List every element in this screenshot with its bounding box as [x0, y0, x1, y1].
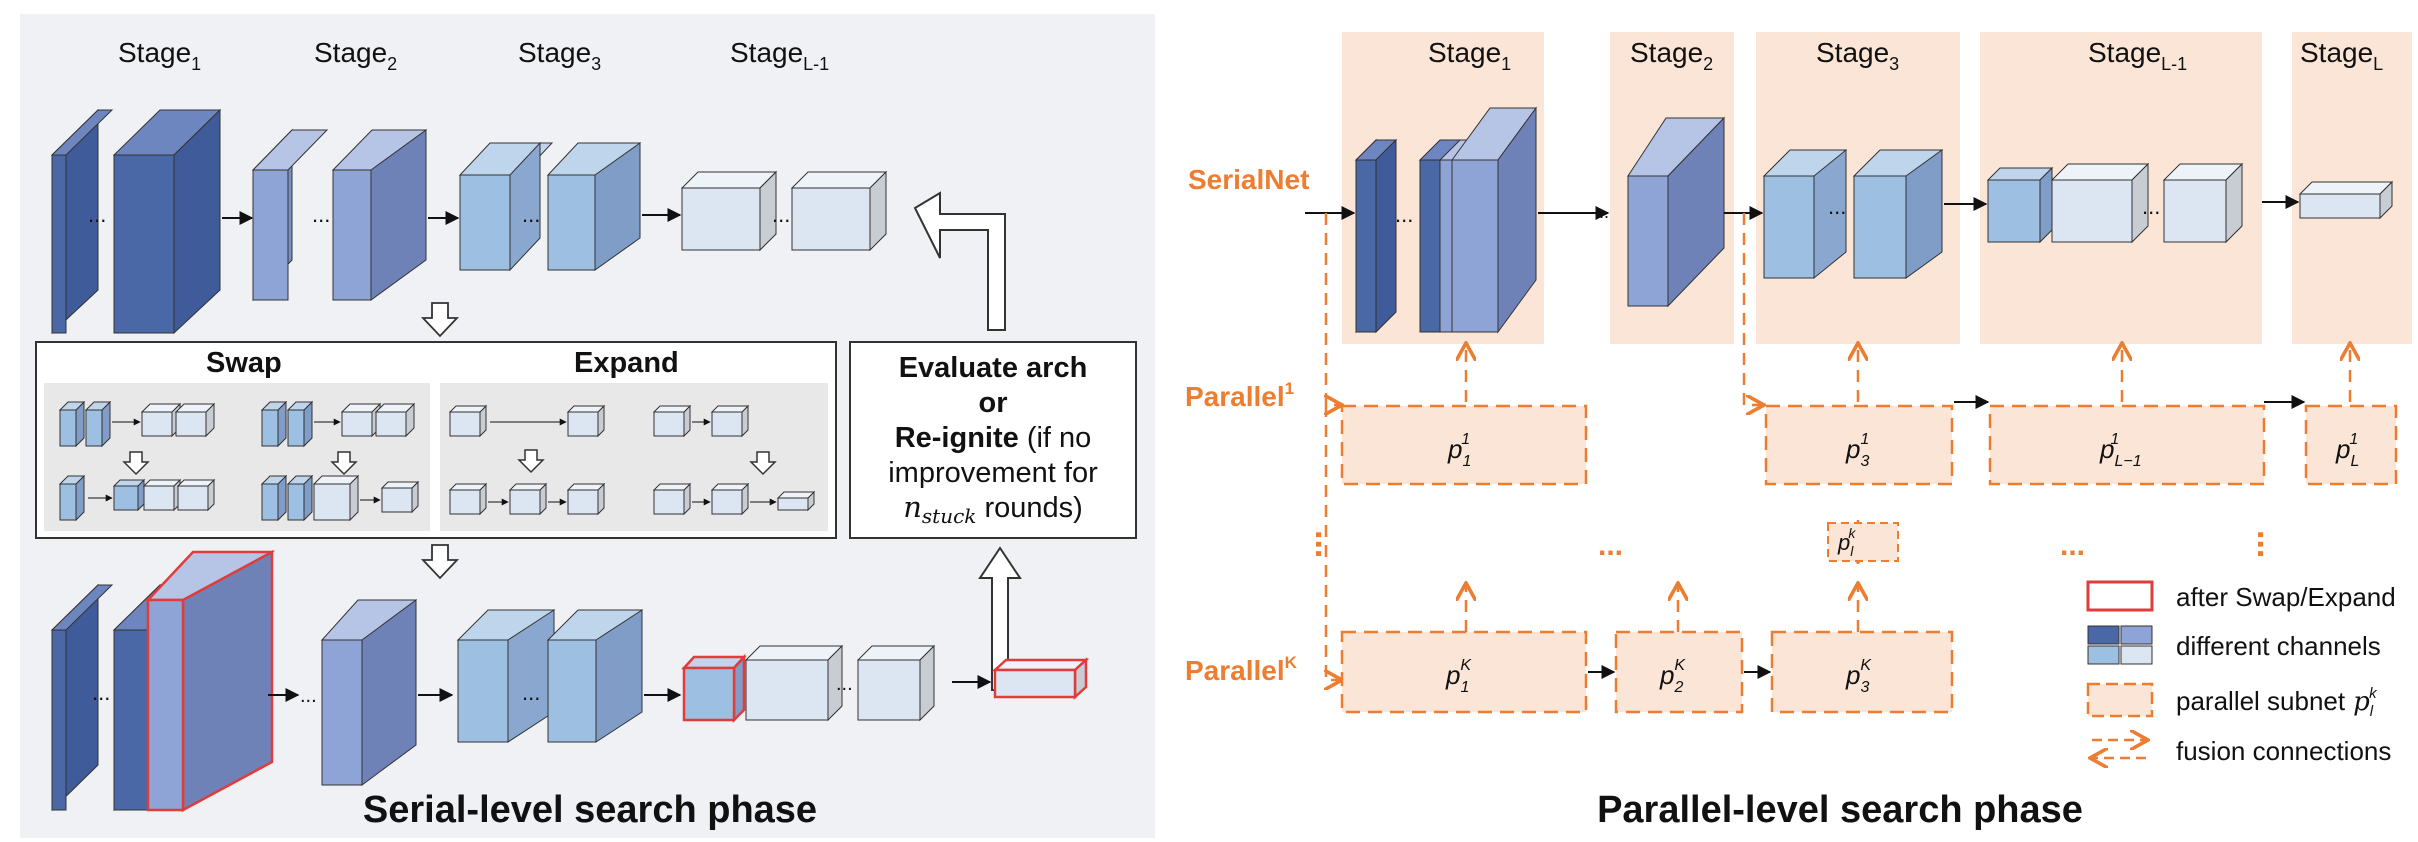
- parallel-stage2-label: Stage2: [1630, 37, 1713, 74]
- expand-title: Expand: [574, 347, 679, 379]
- p3-K-box: [1770, 630, 1954, 714]
- p1-1-box: [1340, 404, 1588, 486]
- parallel-stage3-blocks: ...: [1762, 148, 1944, 280]
- dots-middle-1: ...: [1598, 529, 1623, 562]
- serial-top-stage3-blocks: ...: [458, 141, 642, 272]
- legend-after-swap: after Swap/Expand: [2176, 582, 2396, 612]
- reignite-loop-arrow: [913, 191, 1006, 331]
- parallel-stage1-label: Stage1: [1428, 37, 1511, 74]
- parallel-stage3-label: Stage3: [1816, 37, 1899, 74]
- serial-stageL1-label: StageL-1: [730, 37, 829, 74]
- svg-text:...: ...: [2142, 194, 2160, 219]
- evaluate-line1: Evaluate arch: [899, 352, 1088, 384]
- p2-K-label: p2K: [1659, 657, 1686, 696]
- legend-channel-swatch-2: [2120, 625, 2153, 645]
- p2-K-box: [1614, 630, 1744, 714]
- serial-phase-title: Serial-level search phase: [363, 789, 817, 831]
- evaluate-box: [849, 341, 1137, 539]
- svg-text:...: ...: [1395, 202, 1413, 227]
- legend-fusion: fusion connections: [2176, 736, 2391, 766]
- expand-example-1-result: [448, 482, 606, 516]
- swap-example-1: [58, 400, 216, 448]
- p3-1-box: [1764, 404, 1954, 486]
- p1-1-label: p11: [1447, 431, 1470, 470]
- pl-k-box: [1827, 522, 1899, 562]
- legend-parallel-subnet-icon: [2086, 682, 2154, 718]
- parallel-phase-title: Parallel-level search phase: [1597, 789, 2083, 831]
- serial-bottom-stage2-block: [320, 599, 418, 786]
- legend: after Swap/Expand different channels par…: [2086, 580, 2396, 766]
- down-arrow-2: [420, 544, 460, 580]
- legend-channel-swatch-3: [2087, 645, 2120, 665]
- serial-stage1-label: Stage1: [118, 37, 201, 74]
- parallel-stage2-block: [1627, 116, 1726, 308]
- parallel-stageL-block: [2298, 180, 2394, 220]
- p1-K-label: p1K: [1445, 657, 1472, 696]
- svg-text:...: ...: [836, 673, 853, 695]
- svg-text:...: ...: [92, 680, 110, 705]
- expand-example-1: [448, 404, 606, 438]
- serialnet-ellipsis-1: ...: [1594, 202, 1609, 222]
- legend-channel-swatch-1: [2087, 625, 2120, 645]
- serial-top-stage2-blocks: ...: [251, 128, 428, 302]
- svg-text:...: ...: [522, 680, 540, 705]
- serial-stage2-label: Stage2: [314, 37, 397, 74]
- evaluate-line3: Re-ignite (if no: [895, 422, 1092, 454]
- svg-text:...: ...: [522, 202, 540, 227]
- down-arrow-1: [420, 302, 460, 338]
- legend-channel-swatch-4: [2120, 645, 2153, 665]
- serial-stage3-label: Stage3: [518, 37, 601, 74]
- parallel-stageL-label: StageL: [2300, 37, 2383, 74]
- expand-example-2: [652, 404, 750, 438]
- parallelK-label: ParallelK: [1185, 653, 1298, 686]
- swap-title: Swap: [206, 347, 282, 379]
- vertical-dots-left: ...: [1308, 530, 1346, 558]
- pL-1-label: pL1: [2335, 431, 2359, 470]
- legend-fusion-icon: [2092, 740, 2146, 758]
- p1-K-box: [1340, 630, 1588, 714]
- expand-subpanel: [440, 383, 828, 531]
- serial-bottom-ellipsis: ...: [300, 685, 317, 707]
- serial-bottom-stageL-block: [991, 657, 1090, 700]
- evaluate-line2: or: [979, 387, 1008, 419]
- parallel-stage1-blocks: ...: [1354, 106, 1537, 334]
- legend-red-box-icon: [2086, 580, 2154, 612]
- evaluate-line5: nstuck rounds): [903, 490, 1083, 528]
- svg-text:...: ...: [312, 202, 330, 227]
- svg-text:...: ...: [88, 202, 106, 227]
- swap-example-1-result: [58, 474, 216, 522]
- parallel1-label: Parallel1: [1185, 379, 1294, 412]
- serial-top-stage1-blocks: ...: [50, 108, 222, 335]
- svg-text:...: ...: [1828, 194, 1846, 219]
- serialnet-label: SerialNet: [1188, 164, 1309, 195]
- serial-bottom-stageL1-blocks: ...: [681, 644, 936, 724]
- serial-bottom-stage1-blocks: ...: [50, 549, 275, 813]
- expand-example-2-result: [652, 482, 816, 516]
- swap-example-2-result: [260, 474, 420, 522]
- svg-text:...: ...: [772, 202, 790, 227]
- parallel-stageL1-label: StageL-1: [2088, 37, 2187, 74]
- vertical-dots-right: ...: [2250, 530, 2288, 558]
- pl-k-label: plk: [1837, 525, 1856, 559]
- swap-example-2: [260, 400, 416, 448]
- dots-middle-2: ...: [2060, 529, 2085, 562]
- pL1-1-box: [1988, 404, 2266, 486]
- p3-1-label: p31: [1845, 431, 1869, 470]
- parallel-stageL1-blocks: ...: [1986, 162, 2244, 244]
- legend-different-channels: different channels: [2176, 631, 2381, 661]
- serial-bottom-stage3-blocks: ...: [456, 609, 644, 743]
- pL1-1-label: pL−11: [2099, 431, 2141, 470]
- pL-1-box: [2304, 404, 2398, 486]
- p3-K-label: p3K: [1845, 657, 1872, 696]
- evaluate-line4: improvement for: [888, 457, 1098, 489]
- serial-top-stageL1-blocks: ...: [680, 170, 888, 252]
